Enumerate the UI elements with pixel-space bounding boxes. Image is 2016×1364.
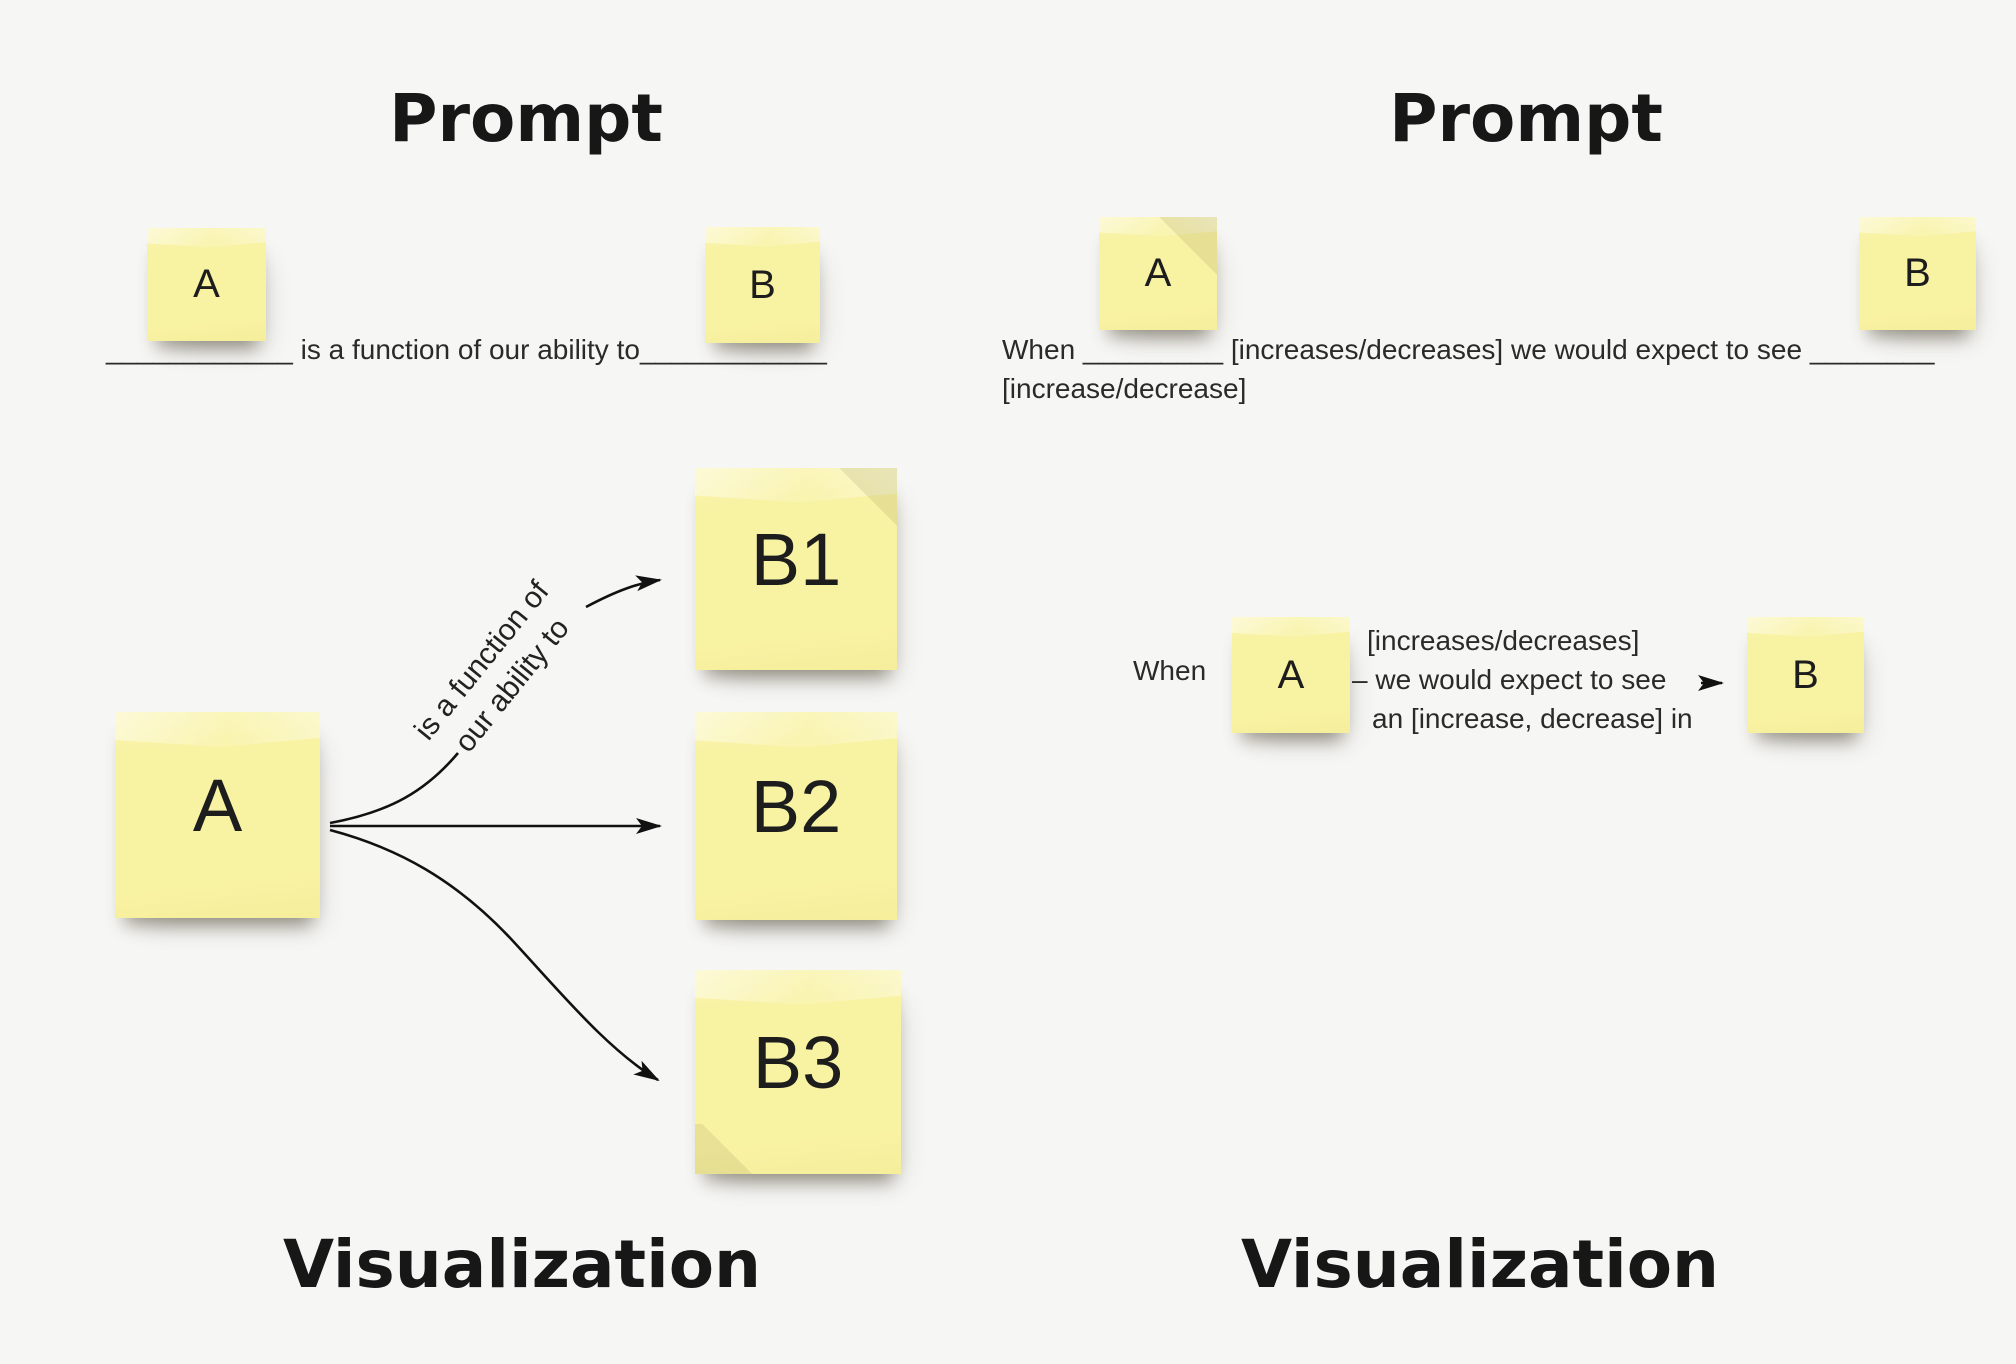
right-viz-text-line1: [increases/decreases] <box>1367 625 1640 656</box>
right-viz-when-label: When <box>1133 655 1207 686</box>
left-viz-arrow-label: is a function of our ability to <box>406 573 588 772</box>
left-prompt-sentence: ____________ is a function of our abilit… <box>106 334 827 365</box>
arrow-a-to-b1-head <box>585 575 662 609</box>
left-viz-sticky-b1: B1 <box>695 468 897 670</box>
right-prompt-sentence-line2: [increase/decrease] <box>1002 373 1247 404</box>
right-viz-sticky-b: B <box>1747 617 1864 733</box>
right-prompt-sentence-line1: When _________ [increases/decreases] we … <box>1002 334 1935 365</box>
arrow-a-to-b3 <box>329 828 660 1082</box>
right-viz-sticky-a: A <box>1232 617 1350 733</box>
right-viz-text-line3: an [increase, decrease] in <box>1372 703 1693 734</box>
right-prompt-sticky-a: A <box>1099 217 1217 330</box>
right-viz-text-line2: – we would expect to see <box>1352 664 1667 695</box>
left-viz-sticky-a: A <box>115 712 320 918</box>
left-prompt-sticky-b: B <box>705 227 820 343</box>
left-viz-sticky-b2: B2 <box>695 712 897 920</box>
left-prompt-sticky-a: A <box>147 228 266 341</box>
left-visualization-heading: Visualization <box>282 1226 762 1303</box>
right-prompt-sticky-b: B <box>1859 217 1976 330</box>
right-prompt-heading: Prompt <box>1389 80 1663 157</box>
right-visualization-heading: Visualization <box>1240 1226 1720 1303</box>
left-viz-sticky-b3: B3 <box>695 970 901 1174</box>
left-prompt-heading: Prompt <box>389 80 663 157</box>
arrow-a-to-b1-tail <box>329 752 459 825</box>
right-prompt-sentence: When _________ [increases/decreases] we … <box>1002 330 1934 408</box>
right-viz-text-block: [increases/decreases] – we would expect … <box>1352 621 1693 738</box>
